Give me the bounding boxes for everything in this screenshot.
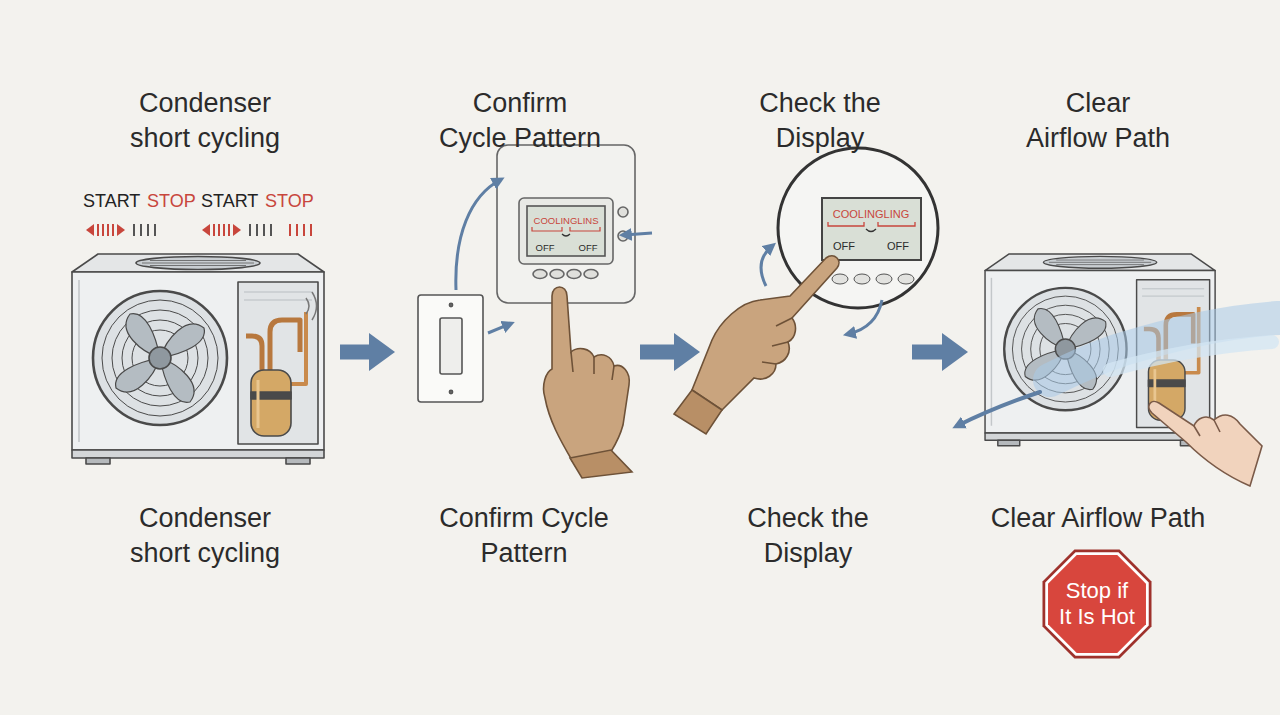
thermostat [533, 270, 547, 279]
cycle-ticks [86, 224, 155, 236]
signal-label: STOP [147, 190, 196, 212]
gloved-hand [571, 352, 614, 380]
wall-switch [418, 295, 483, 402]
gloved-hand [762, 318, 792, 364]
step-caption: Confirm Cycle Pattern [424, 501, 624, 571]
display-state: OFF [573, 242, 603, 254]
guide-arrows [456, 180, 500, 290]
step-caption: Clear Airflow Path [978, 501, 1218, 536]
stop-sign-face [1048, 555, 1146, 653]
cycle-ticks [202, 224, 271, 236]
magnifier [828, 222, 915, 226]
vibration-marks [312, 292, 317, 320]
signal-label: START [201, 190, 258, 212]
step-panel: Condenser short cyclingCondenser short c… [60, 80, 340, 580]
thermostat [584, 270, 598, 279]
guide-arrows [624, 233, 652, 235]
step-caption: Condenser short cycling [118, 501, 293, 571]
display-screen: COOLINGLINS OFF OFF [527, 206, 605, 256]
cycle-ticks [250, 224, 271, 236]
cycle-ticks [117, 224, 125, 236]
thermostat [532, 227, 600, 231]
thermostat [618, 207, 628, 217]
display-state: OFF [827, 240, 861, 253]
step-panel: Clear Airflow PathClear Airflow PathStop… [968, 80, 1240, 670]
guide-arrows [488, 324, 510, 333]
airflow [1050, 318, 1278, 380]
display-mode: COOLINGLINS [528, 215, 604, 227]
display-screen: COOLINGLING OFF OFF [822, 198, 921, 260]
stop-sign-edge [1042, 549, 1151, 658]
wall-switch [418, 295, 483, 402]
step-arrow [640, 345, 674, 360]
cycle-ticks [214, 224, 229, 236]
step-panel: Confirm Cycle PatternConfirm Cycle Patte… [395, 80, 640, 580]
magnifier [866, 229, 876, 232]
signal-label: STOP [265, 190, 314, 212]
warning-text: Stop if It Is Hot [1057, 578, 1137, 630]
gloved-hand [544, 287, 630, 462]
vibration-marks [306, 298, 309, 314]
cycle-ticks [86, 224, 311, 236]
bare-hand [1149, 401, 1262, 486]
wall-switch [449, 303, 452, 306]
airflow [957, 392, 1040, 426]
bare-hand [1149, 401, 1262, 486]
cycle-ticks [134, 224, 155, 236]
bare-hand [1194, 420, 1220, 436]
cycle-ticks [98, 224, 113, 236]
guide-arrows [848, 300, 882, 334]
display-state: OFF [530, 242, 560, 254]
magnifier [832, 274, 848, 284]
gloved-hand [692, 256, 839, 410]
step-arrow [340, 345, 369, 360]
signal-label: START [83, 190, 140, 212]
thermostat [497, 145, 635, 303]
cycle-ticks [86, 224, 94, 236]
thermostat [527, 206, 605, 256]
step-panel: Check the DisplayCheck the DisplayCOOLIN… [700, 80, 912, 580]
magnifier [854, 274, 870, 284]
gloved-hand [570, 450, 632, 478]
magnifier [898, 274, 914, 284]
step-arrow [912, 345, 942, 360]
stop-sign: Stop if It Is Hot [1037, 544, 1157, 664]
display-mode: COOLINGLING [823, 208, 919, 221]
magnifier [822, 198, 921, 260]
thermostat [550, 270, 564, 279]
wall-switch [449, 390, 452, 393]
thermostat [497, 145, 635, 303]
step-title: Clear Airflow Path [1024, 86, 1172, 156]
gloved-hand [674, 256, 839, 434]
magnifier [876, 274, 892, 284]
airflow [1110, 342, 1272, 370]
wall-switch [440, 318, 462, 374]
step-title: Check the Display [745, 86, 895, 156]
step-title: Confirm Cycle Pattern [438, 86, 603, 156]
thermostat [519, 198, 613, 264]
condenser-unit [72, 254, 324, 464]
gloved-hand [674, 390, 722, 434]
cycle-ticks [290, 224, 311, 236]
cycle-ticks [233, 224, 241, 236]
thermostat [567, 270, 581, 279]
gloved-hand [544, 287, 632, 478]
stop-sign-rim [1045, 552, 1148, 655]
step-caption: Check the Display [733, 501, 883, 571]
step-title: Condenser short cycling [118, 86, 293, 156]
cycle-ticks [202, 224, 210, 236]
airflow [957, 318, 1278, 426]
vibration-marks [306, 292, 317, 320]
guide-arrows [761, 246, 772, 286]
display-state: OFF [881, 240, 915, 253]
thermostat [562, 234, 570, 236]
